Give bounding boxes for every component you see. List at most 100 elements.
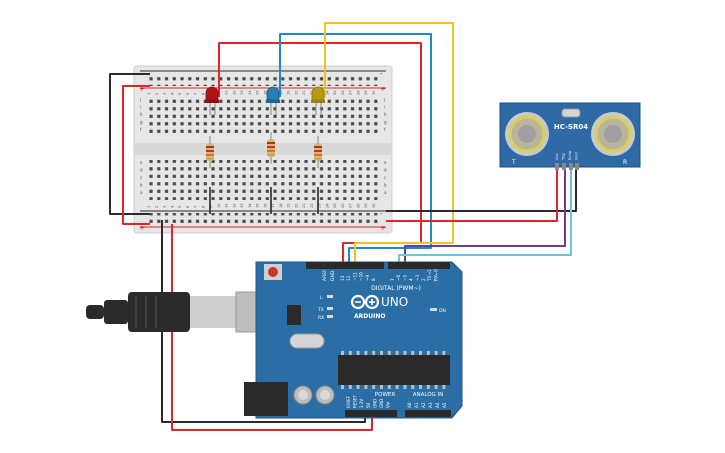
row-letter: j bbox=[383, 97, 385, 102]
digital-header-high bbox=[306, 262, 384, 269]
led-red[interactable] bbox=[205, 86, 219, 115]
row-letter: j bbox=[139, 97, 141, 102]
led-blue[interactable] bbox=[266, 86, 280, 115]
sensor-pin[interactable] bbox=[555, 163, 559, 170]
chip-pin bbox=[380, 351, 383, 355]
analog-pin-label: A3 bbox=[428, 402, 433, 408]
column-number: 21 bbox=[302, 203, 306, 208]
usb-chip bbox=[287, 305, 301, 325]
column-number: 2 bbox=[155, 206, 159, 208]
column-number: 27 bbox=[349, 90, 353, 95]
row-letter: a bbox=[140, 190, 143, 195]
column-number: 11 bbox=[225, 203, 229, 208]
arduino-logo bbox=[350, 294, 380, 310]
power-jack[interactable] bbox=[244, 382, 288, 416]
wire-blue-led[interactable] bbox=[279, 33, 432, 262]
receiver-transducer bbox=[591, 112, 635, 156]
column-number: 5 bbox=[178, 93, 182, 95]
sensor-pin[interactable] bbox=[562, 163, 566, 170]
analog-pin-label: A1 bbox=[414, 402, 419, 408]
column-number: 24 bbox=[325, 203, 329, 208]
column-number: 27 bbox=[349, 203, 353, 208]
digital-header-low bbox=[388, 262, 450, 269]
wire-5v-rail-link[interactable] bbox=[122, 85, 150, 225]
chip-pin bbox=[348, 385, 352, 389]
digital-pin-label: 12 bbox=[346, 275, 351, 281]
column-number: 15 bbox=[256, 203, 260, 208]
resistor-2[interactable] bbox=[267, 132, 275, 164]
digital-pin-label: 7 bbox=[390, 278, 395, 281]
column-number: 1 bbox=[147, 93, 151, 95]
row-letter: h bbox=[140, 112, 143, 117]
wire-sensor-echo[interactable] bbox=[398, 170, 572, 262]
chip-pin bbox=[356, 351, 360, 355]
resistor-1[interactable] bbox=[206, 136, 214, 168]
led-on bbox=[430, 308, 437, 311]
column-number: 3 bbox=[163, 93, 167, 95]
wire-sensor-gnd[interactable] bbox=[386, 170, 577, 212]
column-number: 7 bbox=[194, 206, 198, 208]
led-tx-label: TX bbox=[317, 307, 324, 313]
resistor-3[interactable] bbox=[314, 136, 322, 168]
power-pin-label: 3.3V bbox=[359, 399, 364, 408]
wire-sensor-vcc[interactable] bbox=[386, 170, 558, 222]
analog-label: ANALOG IN bbox=[413, 392, 444, 398]
sensor-crystal bbox=[561, 108, 581, 118]
chip-pin bbox=[348, 351, 352, 355]
usb-cable[interactable] bbox=[86, 291, 283, 333]
column-number: 18 bbox=[279, 203, 283, 208]
reset-button[interactable] bbox=[268, 267, 278, 277]
sensor-pin[interactable] bbox=[575, 163, 579, 170]
wire-red-led[interactable] bbox=[218, 42, 422, 262]
digital-pin-label: 4 bbox=[409, 278, 414, 281]
led-rx-label: RX bbox=[318, 315, 324, 321]
chip-pin bbox=[411, 385, 415, 389]
rail-plus-symbol: + bbox=[380, 85, 386, 93]
row-letter: a bbox=[384, 190, 387, 195]
chip-pin bbox=[364, 385, 368, 389]
digital-pin-label: 2 bbox=[421, 278, 426, 281]
column-number: 25 bbox=[333, 203, 337, 208]
column-number: 17 bbox=[271, 203, 275, 208]
bottom-power-rail-holes bbox=[146, 213, 378, 225]
sensor-pin[interactable] bbox=[569, 163, 573, 170]
sensor-pin-label: Trig bbox=[561, 153, 566, 161]
wire-gnd-rail-link[interactable] bbox=[109, 73, 150, 215]
led-yellow[interactable] bbox=[311, 86, 325, 115]
chip-pin bbox=[372, 351, 376, 355]
row-letter: f bbox=[140, 127, 142, 132]
column-number: 20 bbox=[294, 203, 298, 208]
analog-pin-label: A5 bbox=[442, 402, 447, 408]
chip-pin bbox=[442, 351, 446, 355]
arduino-model: UNO bbox=[381, 295, 408, 309]
column-number: 8 bbox=[201, 92, 205, 95]
column-number: 30 bbox=[372, 90, 376, 95]
power-pin-label: IOREF bbox=[346, 395, 351, 408]
wire-yellow-led[interactable] bbox=[324, 22, 454, 262]
row-letter: d bbox=[140, 168, 143, 173]
rail-plus-symbol: + bbox=[380, 224, 386, 232]
column-number: 26 bbox=[341, 90, 345, 95]
digital-label: DIGITAL (PWM~) bbox=[371, 285, 421, 292]
column-number: 12 bbox=[232, 90, 236, 95]
analog-pin-label: A2 bbox=[421, 402, 426, 408]
chip-pin bbox=[395, 385, 399, 389]
column-number: 1 bbox=[147, 206, 151, 208]
breadboard[interactable]: - + - + - + - + 112233445566778899101011… bbox=[133, 65, 393, 234]
row-letter: b bbox=[384, 183, 387, 188]
chip-pin bbox=[387, 385, 391, 389]
row-letter: d bbox=[384, 168, 387, 173]
column-number: 13 bbox=[240, 203, 244, 208]
row-letter: i bbox=[140, 105, 141, 110]
crystal-oscillator bbox=[289, 333, 325, 349]
digital-pin-label: RX←0 bbox=[433, 269, 438, 281]
column-number: 16 bbox=[263, 90, 267, 95]
power-pin-label: 5V bbox=[366, 402, 371, 408]
row-letter: b bbox=[140, 183, 143, 188]
digital-pin-label: ~6 bbox=[396, 274, 401, 281]
